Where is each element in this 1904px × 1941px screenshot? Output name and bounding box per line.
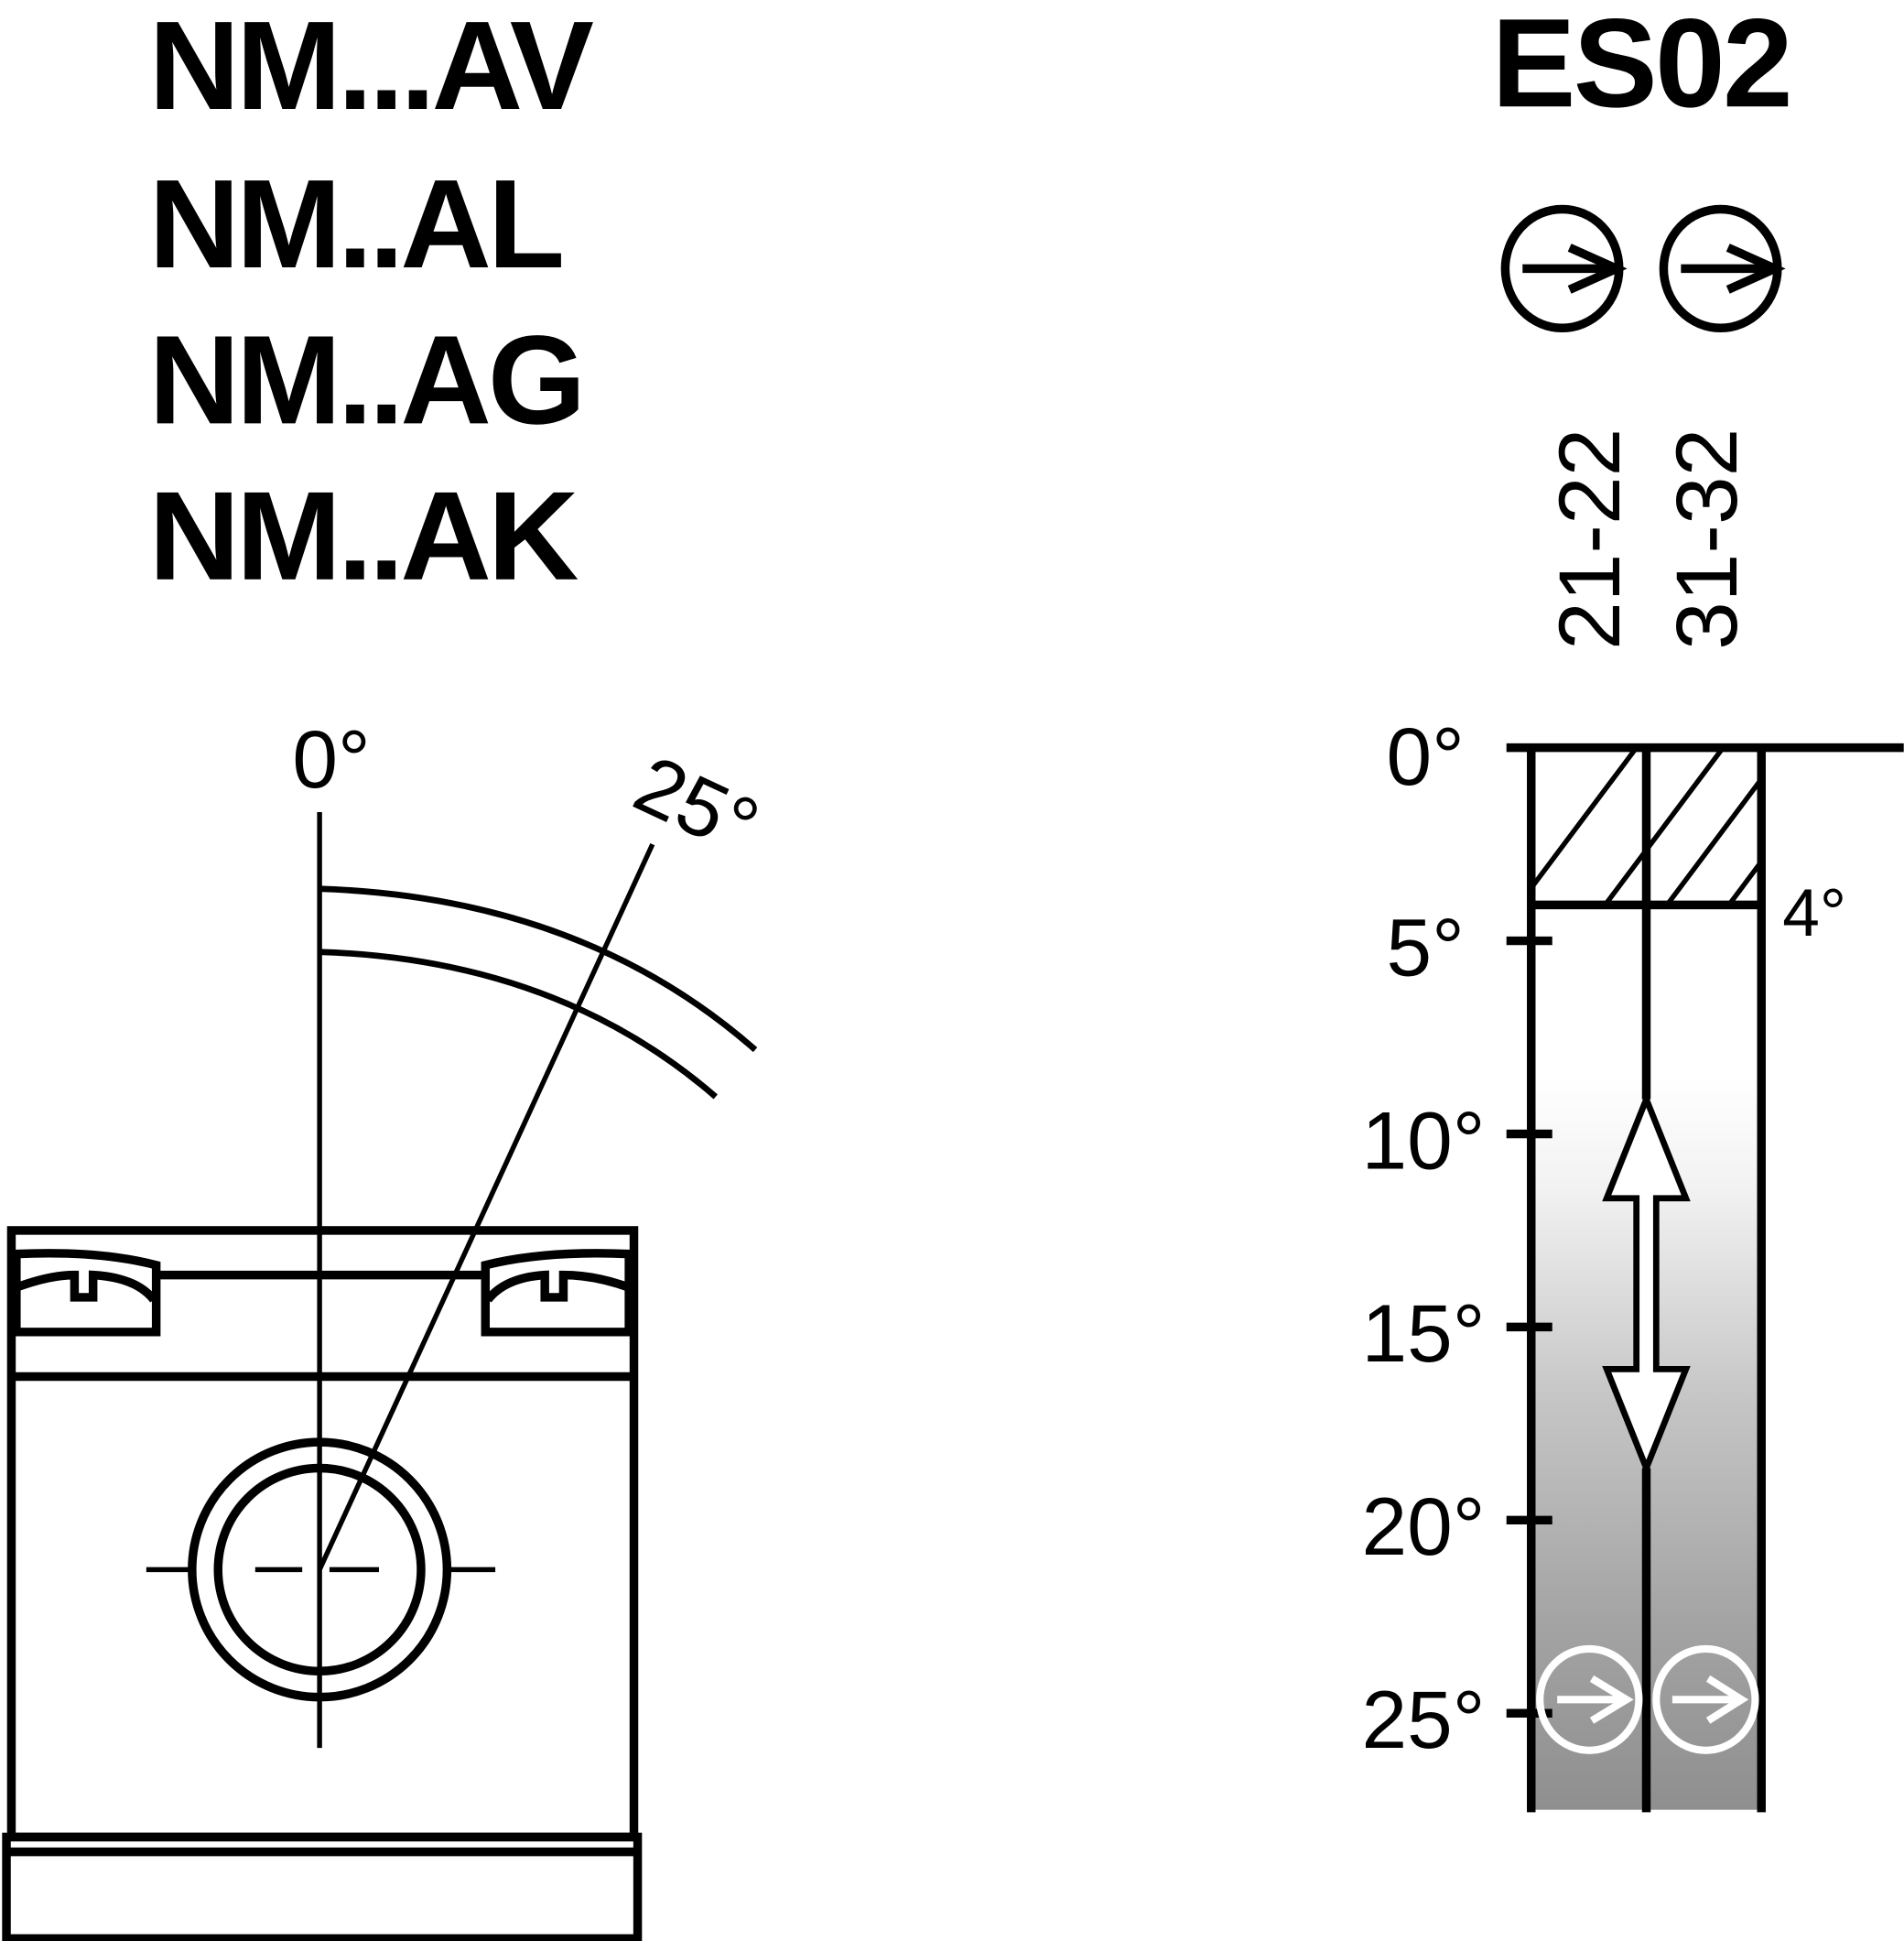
scale-label: 20° <box>1362 1480 1486 1572</box>
scale-label: 5° <box>1387 901 1465 992</box>
switching-point-label: 4° <box>1782 876 1846 950</box>
positive-opening-arrow-icon <box>1659 204 1786 333</box>
travel-range-arrow-icon <box>1602 1090 1691 1477</box>
scale-label: 10° <box>1362 1094 1486 1186</box>
positive-opening-arrow-icon <box>1536 1644 1643 1754</box>
contact-label: 21-22 <box>1542 428 1639 650</box>
model-name: NM..AL <box>149 154 562 295</box>
contact-label: 31-32 <box>1659 428 1756 650</box>
switch-code: ES02 <box>1491 0 1790 134</box>
angle-label-end: 25° <box>622 737 773 873</box>
model-list: NM...AV NM..AL NM..AG NM..AK <box>149 0 598 607</box>
scale-label: 25° <box>1362 1674 1486 1765</box>
lever-diagram: 0° 25° <box>2 713 773 1941</box>
model-name: NM..AG <box>149 309 583 450</box>
angle-label-start: 0° <box>292 713 370 805</box>
travel-diagram: 0° 5° 10° 15° 20° 25° 4° <box>1362 710 1904 1813</box>
positive-opening-arrow-icon <box>1652 1644 1759 1754</box>
model-name: NM..AK <box>149 466 579 607</box>
positive-opening-arrow-icon <box>1500 204 1628 333</box>
model-name: NM...AV <box>149 0 594 136</box>
scale-label: 15° <box>1362 1287 1486 1379</box>
scale-label: 0° <box>1387 710 1465 802</box>
